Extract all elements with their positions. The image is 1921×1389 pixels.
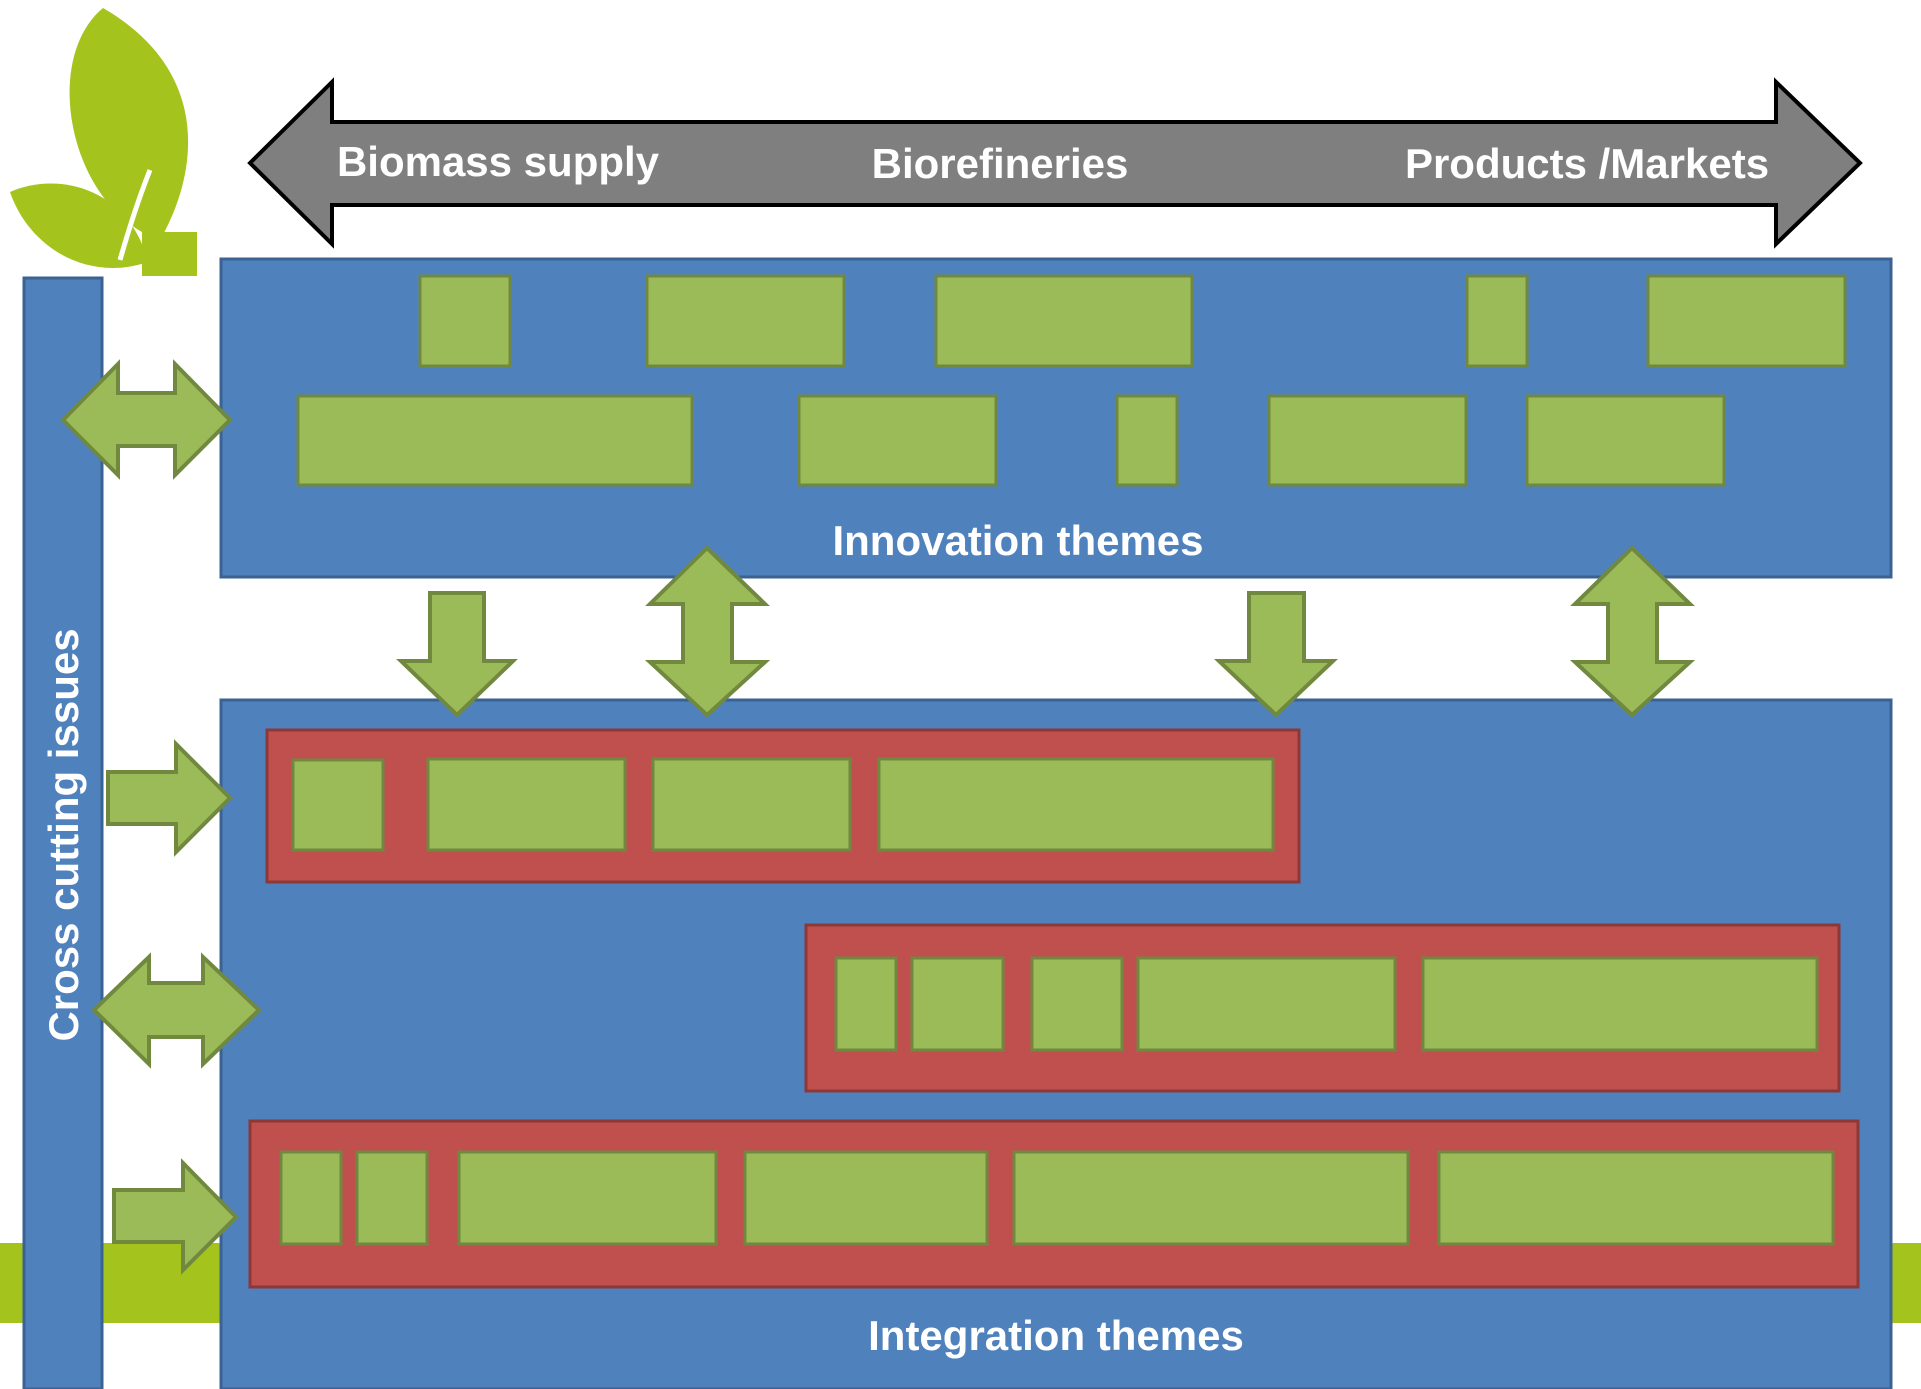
innovation-box	[797, 394, 998, 487]
right-arrow-icon	[112, 1158, 239, 1275]
cross-cutting-bar: Cross cutting issues	[22, 276, 104, 1389]
up-down-arrow-icon	[1569, 545, 1696, 718]
down-arrow-icon	[1213, 591, 1339, 718]
innovation-box	[645, 274, 846, 368]
integration-box	[834, 956, 898, 1052]
integration-box	[1012, 1150, 1410, 1246]
header-label-products: Products /Markets	[1405, 140, 1769, 187]
integration-box	[1030, 956, 1124, 1052]
integration-box	[877, 757, 1275, 852]
innovation-box	[1646, 274, 1847, 368]
integration-group	[248, 1119, 1860, 1289]
left-right-arrow-icon	[91, 952, 262, 1069]
header-label-biomass: Biomass supply	[337, 138, 660, 185]
integration-box	[1437, 1150, 1835, 1246]
innovation-box	[1465, 274, 1529, 368]
value-chain-arrow: Biomass supply Biorefineries Products /M…	[247, 77, 1863, 249]
down-arrow-icon	[396, 591, 518, 718]
integration-box	[355, 1150, 429, 1246]
integration-box	[651, 757, 852, 852]
innovation-box	[418, 274, 512, 368]
left-right-arrow-icon	[60, 359, 233, 480]
integration-box	[426, 757, 627, 852]
integration-group	[265, 728, 1301, 884]
up-down-arrow-icon	[644, 545, 771, 718]
innovation-box	[934, 274, 1194, 368]
innovation-box	[1267, 394, 1468, 487]
leaf-logo-icon	[10, 8, 197, 276]
integration-box	[279, 1150, 343, 1246]
innovation-box	[1525, 394, 1726, 487]
innovation-box	[1115, 394, 1179, 487]
integration-title: Integration themes	[868, 1312, 1244, 1359]
integration-panel: Integration themes	[219, 698, 1893, 1389]
integration-box	[743, 1150, 989, 1246]
integration-box	[291, 758, 385, 852]
innovation-panel: Innovation themes	[219, 257, 1893, 579]
innovation-title: Innovation themes	[832, 517, 1203, 564]
header-label-biorefineries: Biorefineries	[872, 140, 1129, 187]
right-arrow-icon	[106, 739, 233, 857]
innovation-box	[296, 394, 694, 487]
integration-box	[1136, 956, 1397, 1052]
integration-box	[910, 956, 1005, 1052]
integration-box	[1421, 956, 1819, 1052]
cross-cutting-label: Cross cutting issues	[40, 628, 87, 1041]
integration-group	[804, 923, 1841, 1093]
integration-box	[457, 1150, 718, 1246]
